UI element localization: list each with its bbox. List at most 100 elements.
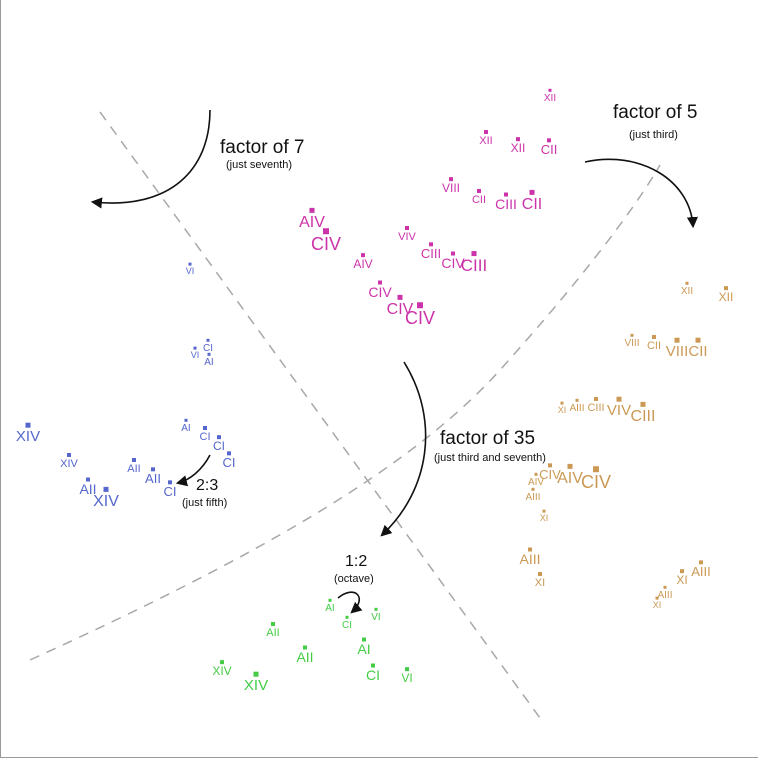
purple-note-marker: CIII [461, 251, 487, 275]
blue-note-dot [67, 452, 71, 457]
orange-note-marker: XII [681, 281, 693, 297]
orange-note-marker: AIII [525, 487, 541, 503]
purple-note-label: CIII [495, 196, 517, 212]
blue-note-label: CI [164, 484, 177, 499]
orange-note-dot [528, 547, 532, 552]
purple-note-marker: VIII [442, 177, 460, 195]
orange-note-dot [699, 560, 703, 565]
purple-note-dot [504, 192, 508, 197]
orange-note-label: XI [540, 513, 549, 523]
ratio-1-2-arrow [337, 591, 363, 614]
blue-note-dot [168, 480, 172, 485]
green-note-label: VI [371, 612, 380, 623]
purple-note-label: CII [522, 196, 542, 213]
orange-note-marker: VIV [607, 396, 631, 419]
orange-note-dot [680, 569, 684, 574]
blue-note-dot [151, 467, 155, 472]
purple-note-label: CIV [311, 234, 341, 254]
orange-note-marker: XI [558, 401, 567, 415]
purple-note-marker: CII [522, 189, 542, 213]
blue-note-dot [86, 477, 90, 482]
blue-note-marker: CI [200, 425, 211, 443]
orange-note-marker: XII [719, 286, 733, 304]
green-note-dot [405, 667, 409, 672]
green-note-dot [345, 615, 349, 619]
orange-note-label: VIII [666, 343, 689, 360]
orange-note-label: CIV [539, 467, 561, 482]
blue-note-marker: XIV [16, 422, 40, 445]
orange-note-marker: XI [676, 569, 688, 587]
orange-note-marker: CIII [631, 401, 656, 425]
blue-note-label: VI [186, 266, 195, 276]
purple-note-marker: XII [479, 129, 493, 147]
purple-note-dot [323, 228, 329, 235]
blue-note-label: AII [127, 463, 140, 475]
green-note-marker: AII [266, 621, 280, 639]
orange-note-marker: VIII [624, 333, 640, 349]
factor-35-title: factor of 35 [440, 428, 535, 449]
green-note-marker: AI [325, 598, 335, 614]
orange-note-label: AIII [525, 492, 540, 503]
blue-note-marker: CI [203, 338, 213, 354]
blue-note-dot [184, 418, 188, 422]
blue-note-marker: CI [223, 451, 236, 470]
orange-note-dot [560, 401, 564, 405]
orange-note-marker: AIII [569, 398, 585, 414]
green-note-dot [328, 598, 332, 602]
factor-35-subtitle: (just third and seventh) [434, 452, 546, 464]
purple-note-label: VIV [398, 231, 416, 243]
purple-note-dot [547, 138, 551, 143]
orange-note-label: CIII [631, 408, 656, 425]
green-note-marker: AI [357, 637, 371, 657]
green-note-label: AII [296, 649, 313, 665]
factor-5-title: factor of 5 [613, 102, 698, 123]
orange-note-dot [674, 337, 680, 343]
orange-note-marker: AIII [519, 547, 541, 567]
orange-note-label: AIII [691, 564, 711, 579]
orange-note-marker: CIV [539, 463, 561, 482]
green-note-dot [303, 645, 307, 650]
orange-note-dot [593, 466, 599, 473]
blue-note-dot [25, 422, 31, 428]
green-note-dot [371, 663, 375, 668]
green-note-dot [253, 671, 259, 677]
orange-note-label: XII [681, 286, 693, 297]
orange-note-marker: AIV [557, 463, 583, 487]
purple-note-dot [309, 207, 315, 213]
green-note-label: CI [366, 667, 380, 683]
orange-note-marker: AIII [691, 560, 711, 579]
orange-note-dot [663, 585, 667, 589]
orange-note-marker: CIII [587, 396, 605, 414]
factor-7-title: factor of 7 [220, 137, 305, 158]
orange-note-label: XI [558, 405, 567, 415]
blue-note-dot [132, 457, 136, 462]
purple-note-marker: CIV [441, 251, 465, 271]
blue-note-dot [207, 352, 211, 356]
orange-note-label: CII [647, 340, 661, 352]
blue-note-dot [188, 262, 192, 266]
orange-note-dot [695, 337, 701, 343]
purple-note-marker: XII [511, 137, 525, 155]
purple-note-marker: CII [541, 138, 557, 157]
blue-note-label: AII [79, 481, 96, 497]
factor-5-arrow [584, 158, 698, 229]
purple-note-marker: CIV [405, 302, 435, 328]
purple-note-label: CII [472, 194, 486, 206]
orange-note-marker: CII [647, 334, 661, 352]
blue-note-marker: AII [79, 477, 97, 497]
purple-note-marker: VIV [398, 225, 417, 243]
green-note-dot [362, 637, 366, 642]
orange-note-dot [724, 286, 728, 291]
green-note-marker: CI [366, 663, 380, 683]
blue-note-label: XIV [93, 493, 119, 510]
purple-note-label: CIV [405, 308, 435, 328]
ratio-2-3-title: 2:3 [196, 477, 218, 494]
purple-note-label: CIV [368, 284, 392, 300]
purple-note-dot [548, 88, 552, 92]
purple-note-marker: CIII [495, 192, 517, 212]
purple-note-marker: CIV [311, 228, 341, 254]
blue-note-dot [103, 486, 109, 492]
